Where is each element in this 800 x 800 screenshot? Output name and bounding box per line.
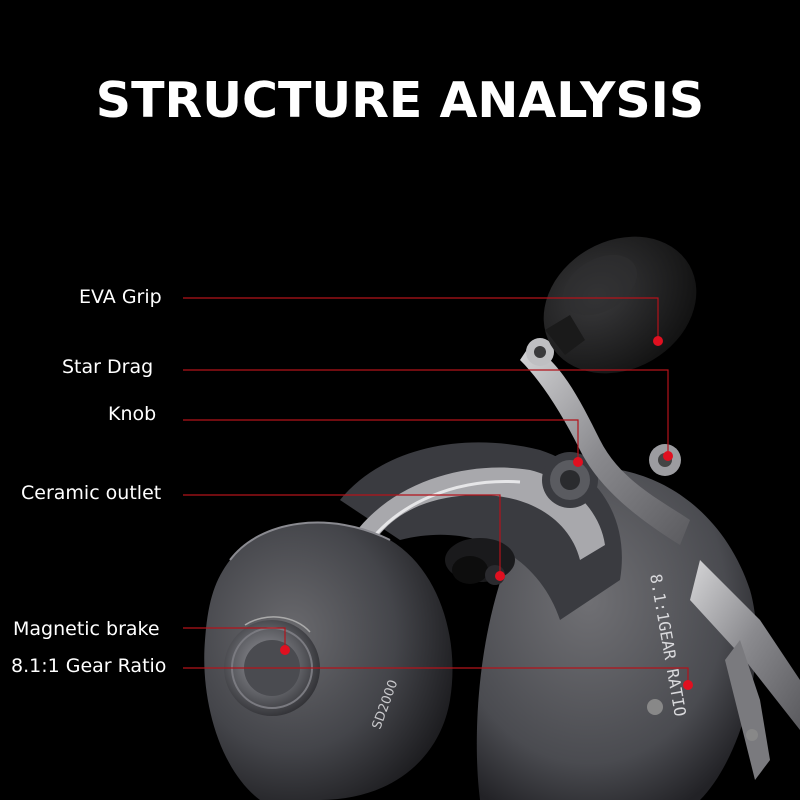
dot-knob xyxy=(573,457,583,467)
dot-magnetic-brake xyxy=(280,645,290,655)
leader-knob xyxy=(183,419,579,462)
thumb-bar xyxy=(350,467,605,560)
marker-dots xyxy=(280,336,693,690)
handle-arm-upper xyxy=(520,345,690,545)
leader-gear-ratio xyxy=(183,667,689,685)
label-gear-ratio: 8.1:1 Gear Ratio xyxy=(11,655,167,677)
dot-eva-grip xyxy=(653,336,663,346)
handle-arm-lower xyxy=(690,560,800,730)
dot-gear-ratio xyxy=(683,680,693,690)
dot-star-drag xyxy=(663,451,673,461)
leader-star-drag xyxy=(183,369,669,456)
leader-magnetic-brake xyxy=(183,627,286,650)
leader-eva-grip xyxy=(183,297,659,341)
handle-arm-lower-2 xyxy=(725,640,770,780)
label-eva-grip: EVA Grip xyxy=(79,286,162,308)
dot-ceramic-outlet xyxy=(495,571,505,581)
label-magnetic-brake: Magnetic brake xyxy=(13,618,160,640)
label-star-drag: Star Drag xyxy=(62,356,154,378)
label-knob: Knob xyxy=(108,403,157,425)
label-ceramic-outlet: Ceramic outlet xyxy=(21,482,162,504)
leader-ceramic-outlet xyxy=(183,494,501,576)
side-plate xyxy=(204,522,453,800)
page-title: STRUCTURE ANALYSIS xyxy=(95,72,705,129)
leader-lines xyxy=(183,297,689,685)
